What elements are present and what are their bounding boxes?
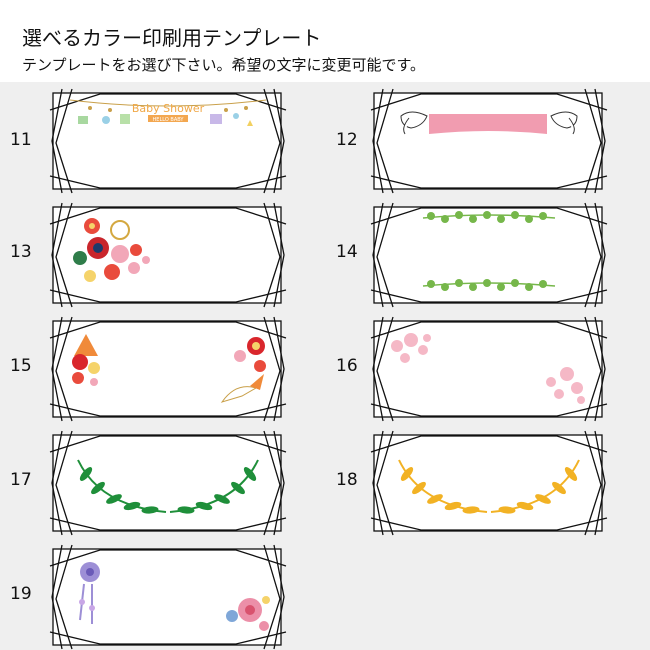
template-number: 11 [10,130,32,150]
page-title: 選べるカラー印刷用テンプレート [22,26,322,50]
template-option-13[interactable]: 13 [10,202,287,308]
template-card-frame [49,202,287,308]
pink-ribbon-banner [429,114,547,134]
template-card-frame [49,544,287,650]
svg-text:HELLO BABY: HELLO BABY [153,117,185,123]
template-option-11[interactable]: 11 Baby Sh [10,88,287,194]
template-number: 13 [10,242,32,262]
sakura-bottom-right-icon [546,367,585,404]
template-number: 16 [336,356,358,376]
template-number: 14 [336,242,358,262]
pink-peony-icon [226,596,270,631]
template-option-18[interactable]: 18 [336,430,608,536]
template-card-frame [370,316,608,422]
dove-icon [550,111,578,135]
purple-flower-icon [79,562,100,624]
crane-flowers-icon [220,337,266,403]
template-option-17[interactable]: 17 [10,430,287,536]
page-subtitle: テンプレートをお選び下さい。希望の文字に変更可能です。 [22,56,426,74]
template-card-frame [49,316,287,422]
fan-flowers-icon [72,334,100,386]
baby-shower-garland-icon [69,99,267,126]
japanese-flowers-icon [73,218,150,282]
template-number: 19 [10,584,32,604]
baby-shower-banner: Baby Shower [132,102,205,115]
template-option-19[interactable]: 19 [10,544,287,650]
green-vine-top-icon [422,211,556,223]
template-option-12[interactable]: 12 [336,88,608,194]
template-option-16[interactable]: 16 [336,316,608,422]
template-option-14[interactable]: 14 [336,202,608,308]
dove-icon [400,111,428,135]
green-vine-bottom-icon [422,279,556,291]
template-card-frame: Baby Shower HELLO BABY [49,88,287,194]
template-card-frame [49,430,287,536]
template-card-frame [370,430,608,536]
template-card-frame [370,202,608,308]
gold-laurel-icon [398,459,580,514]
template-option-15[interactable]: 15 [10,316,287,422]
template-card-frame [370,88,608,194]
template-number: 17 [10,470,32,490]
template-number: 12 [336,130,358,150]
template-number: 18 [336,470,358,490]
page-header: 選べるカラー印刷用テンプレート テンプレートをお選び下さい。希望の文字に変更可能… [0,0,650,82]
green-laurel-icon [77,459,259,514]
template-number: 15 [10,356,32,376]
template-grid: 11 Baby Sh [0,82,650,650]
sakura-top-left-icon [391,333,431,363]
